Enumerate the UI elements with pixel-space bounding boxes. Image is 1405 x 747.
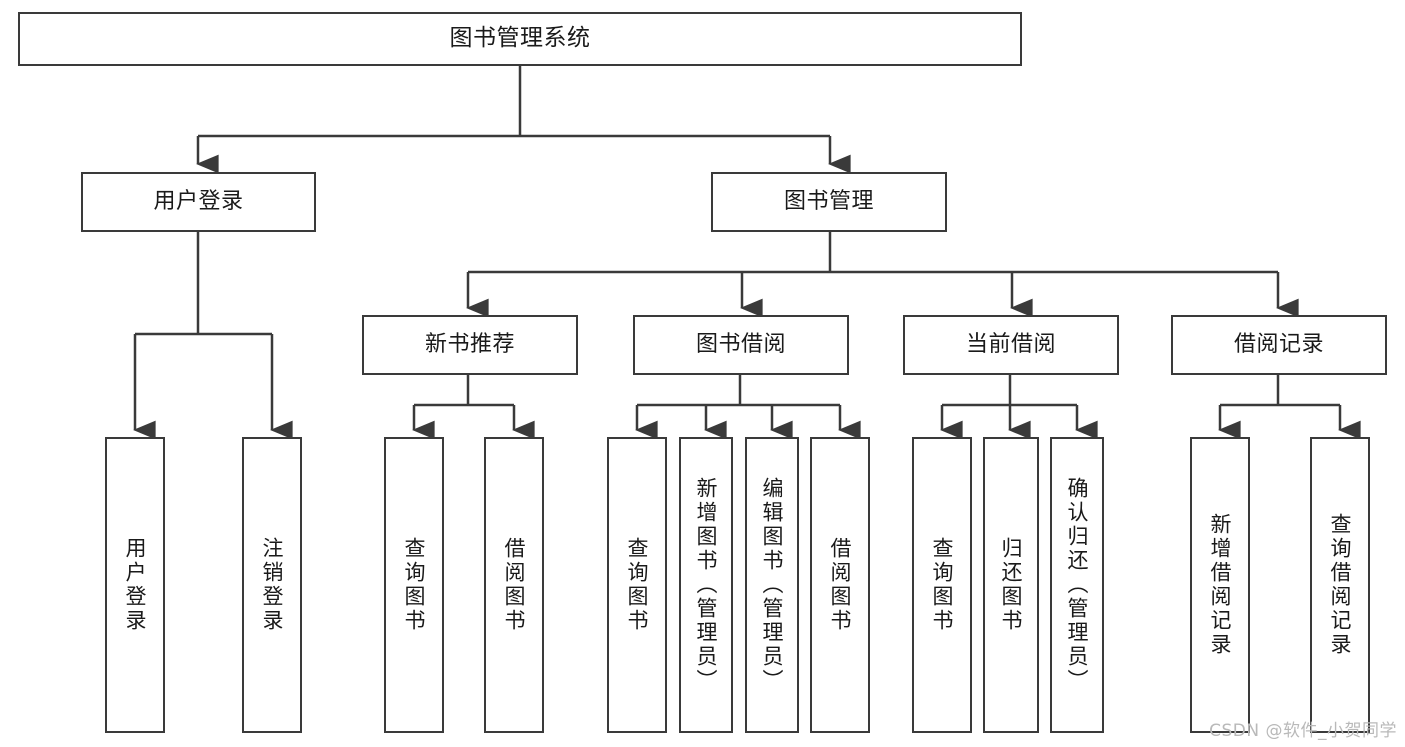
leaf-user-login-logout[interactable]: 注销登录 xyxy=(242,437,302,733)
leaf-book-borrow-query[interactable]: 查询图书 xyxy=(607,437,667,733)
leaf-user-login-login[interactable]: 用户登录 xyxy=(105,437,165,733)
node-label: 图书管理 xyxy=(783,189,874,215)
leaf-book-borrow-edit[interactable]: 编辑图书（管理员） xyxy=(745,437,799,733)
leaf-borrow-record-query[interactable]: 查询借阅记录 xyxy=(1310,437,1370,733)
node-label: 新增图书（管理员） xyxy=(694,477,719,693)
node-label: 借阅图书 xyxy=(502,537,527,633)
leaf-book-borrow-add[interactable]: 新增图书（管理员） xyxy=(679,437,733,733)
node-borrow-record[interactable]: 借阅记录 xyxy=(1171,315,1387,375)
leaf-new-book-query[interactable]: 查询图书 xyxy=(384,437,444,733)
node-label: 借阅记录 xyxy=(1233,332,1324,358)
node-label: 查询图书 xyxy=(625,537,650,633)
leaf-current-borrow-query[interactable]: 查询图书 xyxy=(912,437,972,733)
leaf-borrow-record-add[interactable]: 新增借阅记录 xyxy=(1190,437,1250,733)
node-label: 当前借阅 xyxy=(965,332,1056,358)
node-label: 新书推荐 xyxy=(424,332,515,358)
node-root-system[interactable]: 图书管理系统 xyxy=(18,12,1022,66)
leaf-book-borrow-borrow[interactable]: 借阅图书 xyxy=(810,437,870,733)
node-book-management[interactable]: 图书管理 xyxy=(711,172,947,232)
node-book-borrow[interactable]: 图书借阅 xyxy=(633,315,849,375)
node-label: 用户登录 xyxy=(123,537,148,633)
node-label: 查询图书 xyxy=(930,537,955,633)
node-new-book-recommend[interactable]: 新书推荐 xyxy=(362,315,578,375)
node-label: 新增借阅记录 xyxy=(1208,513,1233,657)
node-label: 归还图书 xyxy=(999,537,1024,633)
leaf-current-borrow-return[interactable]: 归还图书 xyxy=(983,437,1039,733)
node-current-borrow[interactable]: 当前借阅 xyxy=(903,315,1119,375)
node-label: 借阅图书 xyxy=(828,537,853,633)
node-label: 查询借阅记录 xyxy=(1328,513,1353,657)
node-label: 图书管理系统 xyxy=(449,25,591,52)
node-label: 确认归还（管理员） xyxy=(1065,477,1090,693)
node-label: 注销登录 xyxy=(260,537,285,633)
node-label: 图书借阅 xyxy=(695,332,786,358)
node-label: 编辑图书（管理员） xyxy=(760,477,785,693)
leaf-new-book-borrow[interactable]: 借阅图书 xyxy=(484,437,544,733)
leaf-current-borrow-confirm[interactable]: 确认归还（管理员） xyxy=(1050,437,1104,733)
node-user-login[interactable]: 用户登录 xyxy=(81,172,316,232)
node-label: 查询图书 xyxy=(402,537,427,633)
node-label: 用户登录 xyxy=(153,189,244,215)
watermark-text: CSDN @软件_小贺同学 xyxy=(1209,721,1397,741)
